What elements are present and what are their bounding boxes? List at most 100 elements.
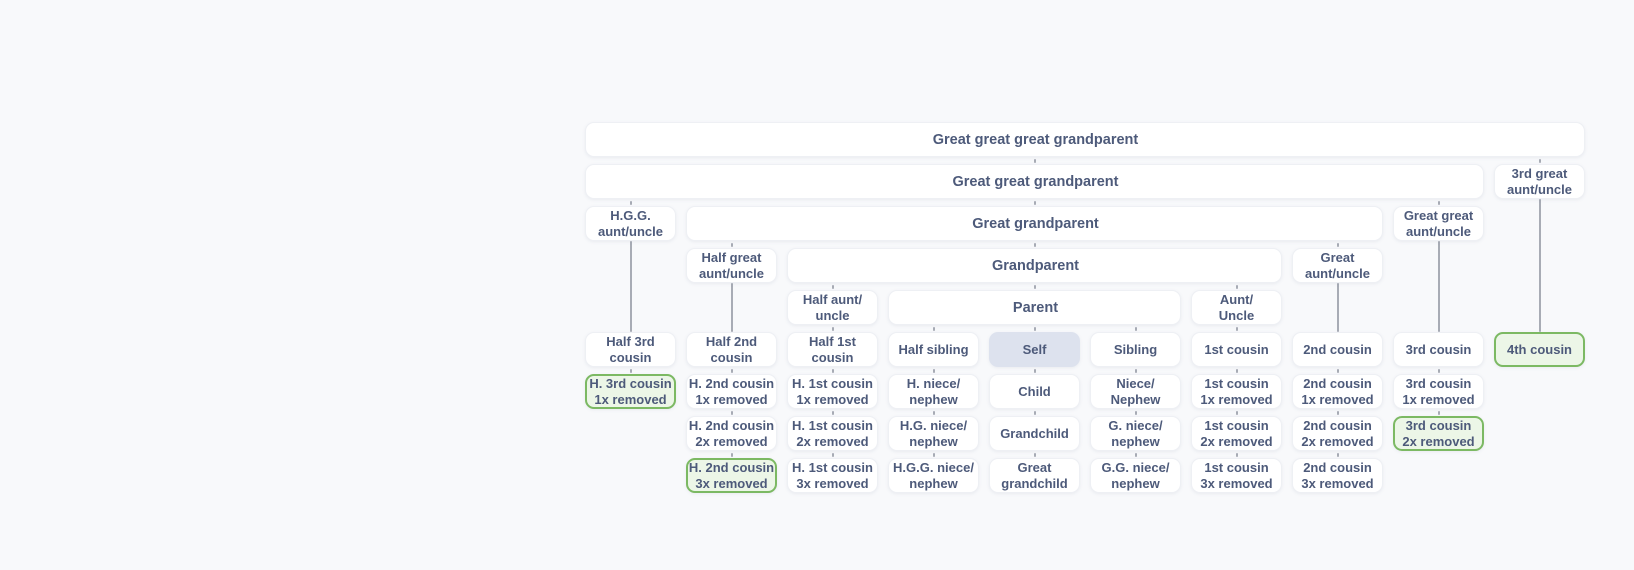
node-sibling[interactable]: Sibling: [1090, 332, 1181, 367]
node-aunt-uncle[interactable]: Aunt/Uncle: [1191, 290, 1282, 325]
connector-tick: [932, 326, 935, 331]
connector-tick: [629, 368, 632, 373]
node-label: 2x removed: [1200, 433, 1273, 449]
connector-line: [629, 241, 632, 332]
node-label: Great: [1320, 249, 1355, 265]
node-label: Uncle: [1218, 307, 1255, 323]
connector-line: [730, 283, 733, 332]
node-great-great-great-grandparent[interactable]: Great great great grandparent: [585, 122, 1585, 157]
node-label: 2nd cousin: [1303, 375, 1372, 391]
connector-tick: [1235, 368, 1238, 373]
node-niece-nephew[interactable]: Niece/Nephew: [1090, 374, 1181, 409]
node-great-grandparent[interactable]: Great grandparent: [686, 206, 1383, 241]
node-label: 1st cousin: [1204, 375, 1269, 391]
connector-tick: [1336, 452, 1339, 457]
node-label: 1x removed: [1301, 391, 1374, 407]
node-label: G.G. niece/: [1101, 459, 1170, 475]
node-label: H. 2nd cousin: [688, 375, 775, 391]
node-label: nephew: [909, 475, 958, 491]
node-h-niece-nephew[interactable]: H. niece/nephew: [888, 374, 979, 409]
connector-tick: [1437, 200, 1440, 205]
node-label: H. 1st cousin: [792, 375, 873, 391]
node-label: Sibling: [1113, 341, 1158, 357]
node-4th-cousin[interactable]: 4th cousin: [1494, 332, 1585, 367]
connector-tick: [831, 368, 834, 373]
connector-line: [1437, 241, 1440, 332]
connector-tick: [1134, 326, 1137, 331]
node-label: Great great great grandparent: [932, 131, 1139, 148]
node-label: 1st cousin: [1204, 417, 1269, 433]
connector-tick: [1033, 410, 1036, 415]
node-hgg-aunt-uncle[interactable]: H.G.G.aunt/uncle: [585, 206, 676, 241]
node-label: 1x removed: [1402, 391, 1475, 407]
connector-tick: [730, 368, 733, 373]
connector-tick: [1235, 410, 1238, 415]
node-gg-niece-nephew[interactable]: G.G. niece/nephew: [1090, 458, 1181, 493]
node-label: 2nd cousin: [1303, 341, 1372, 357]
node-label: Grandparent: [991, 257, 1080, 274]
node-label: Half 3rd: [606, 333, 655, 349]
connector-tick: [730, 410, 733, 415]
connector-tick: [1033, 158, 1036, 163]
node-label: 3rd cousin: [1405, 341, 1472, 357]
node-label: aunt/uncle: [1304, 265, 1370, 281]
node-2nd-cousin[interactable]: 2nd cousin: [1292, 332, 1383, 367]
node-label: Great great: [1403, 207, 1474, 223]
connector-tick: [1336, 242, 1339, 247]
node-half-aunt-uncle[interactable]: Half aunt/uncle: [787, 290, 878, 325]
connector-tick: [730, 452, 733, 457]
node-grandchild[interactable]: Grandchild: [989, 416, 1080, 451]
node-label: 4th cousin: [1506, 341, 1572, 357]
node-label: 3x removed: [796, 475, 869, 491]
node-child[interactable]: Child: [989, 374, 1080, 409]
node-parent[interactable]: Parent: [888, 290, 1181, 325]
node-grandparent[interactable]: Grandparent: [787, 248, 1282, 283]
node-label: Niece/: [1116, 375, 1155, 391]
node-label: Great great grandparent: [952, 173, 1119, 190]
node-label: aunt/uncle: [698, 265, 764, 281]
node-g-niece-nephew[interactable]: G. niece/nephew: [1090, 416, 1181, 451]
node-hg-niece-nephew[interactable]: H.G. niece/nephew: [888, 416, 979, 451]
node-3rd-cousin[interactable]: 3rd cousin: [1393, 332, 1484, 367]
node-half-sibling[interactable]: Half sibling: [888, 332, 979, 367]
connector-tick: [1336, 410, 1339, 415]
connector-tick: [1033, 452, 1036, 457]
node-label: Half great: [701, 249, 762, 265]
node-great-great-grandparent[interactable]: Great great grandparent: [585, 164, 1484, 199]
connector-tick: [831, 410, 834, 415]
node-1st-cousin[interactable]: 1st cousin: [1191, 332, 1282, 367]
node-label: G. niece/: [1108, 417, 1163, 433]
connector-tick: [1033, 200, 1036, 205]
node-label: nephew: [1111, 433, 1160, 449]
node-label: nephew: [909, 391, 958, 407]
node-self[interactable]: Self: [989, 332, 1080, 367]
node-label: 3x removed: [1200, 475, 1273, 491]
connector-tick: [1033, 326, 1036, 331]
node-hgg-niece-nephew[interactable]: H.G.G. niece/nephew: [888, 458, 979, 493]
node-label: 2x removed: [796, 433, 869, 449]
